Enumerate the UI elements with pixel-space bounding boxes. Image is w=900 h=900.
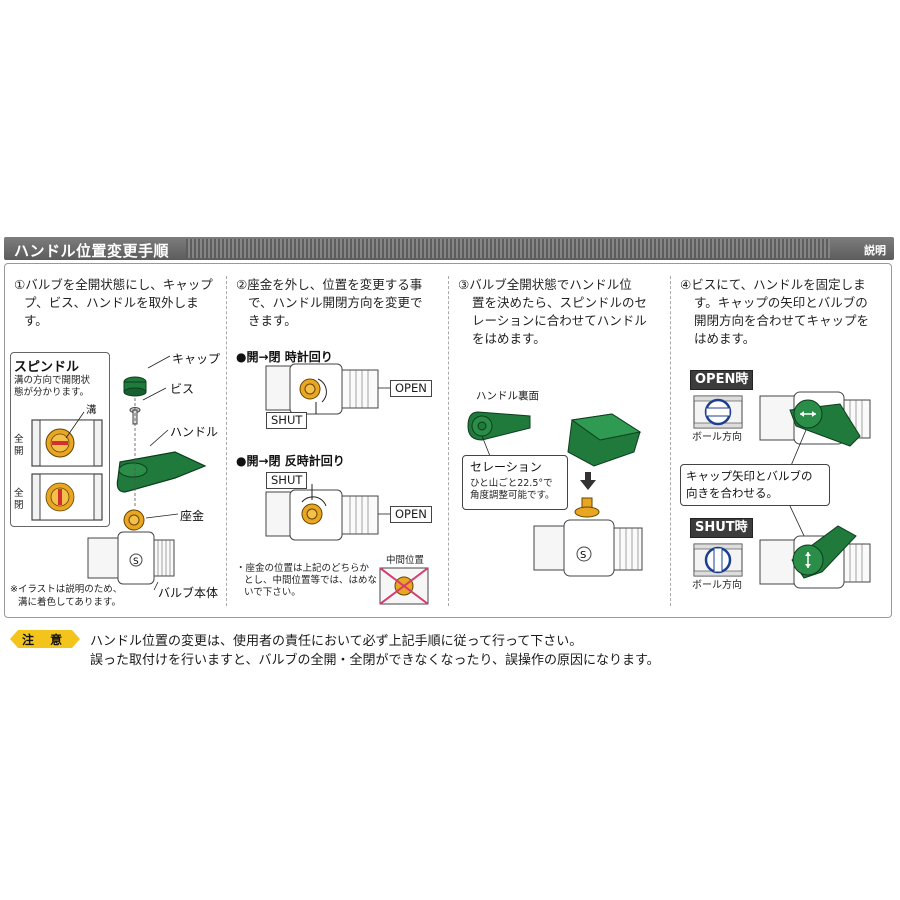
step1-line-3: す。 — [24, 313, 48, 328]
ccw-heading: ●開→閉 反時計回り — [236, 454, 345, 468]
shut-state-label: SHUT時 — [690, 518, 753, 538]
washer-note-1: ・座金の位置は上記のどちらか — [236, 563, 370, 574]
section-header: ハンドル位置変更手順 説明 — [4, 237, 894, 260]
step3-line-4: をはめます。 — [472, 331, 546, 346]
caution-label: 注 意 — [22, 633, 69, 647]
alignment-callout-1: キャップ矢印とバルブの — [686, 469, 813, 483]
step1-line-1: ①バルブを全開状態にし、キャップ — [14, 277, 213, 292]
spindle-desc-1: 溝の方向で開閉状 — [14, 375, 91, 386]
cap-label: キャップ — [172, 352, 221, 366]
caution-line-1: ハンドル位置の変更は、使用者の責任において必ず上記手順に従って行って下さい。 — [90, 634, 583, 649]
step2-line-1: ②座金を外し、位置を変更する事 — [236, 277, 423, 292]
alignment-callout-2: 向きを合わせる。 — [686, 486, 778, 500]
step2-line-2: で、ハンドル開閉方向を変更で — [248, 295, 423, 310]
middle-position-label: 中間位置 — [386, 555, 425, 566]
step3-line-3: レーションに合わせてハンドル — [472, 313, 647, 328]
open-label-cw: OPEN — [390, 380, 432, 397]
open-state-label: OPEN時 — [690, 370, 754, 390]
washer-note-3: いで下さい。 — [244, 587, 301, 598]
spindle-title: スピンドル — [14, 360, 80, 375]
section-title: ハンドル位置変更手順 — [14, 242, 170, 260]
step3-line-1: ③バルブ全開状態でハンドル位 — [458, 277, 632, 292]
handle-label: ハンドル — [170, 425, 219, 439]
serration-desc-2: 角度調整可能です。 — [470, 490, 555, 501]
step4-line-3: 開閉方向を合わせてキャップを — [694, 313, 870, 328]
step4-line-2: す。キャップの矢印とバルブの — [694, 295, 868, 310]
footnote-1: ※イラストは説明のため、 — [10, 584, 123, 595]
serration-callout — [462, 455, 568, 510]
cw-heading: ●開→閉 時計回り — [236, 350, 333, 364]
step4-line-4: はめます。 — [694, 331, 756, 346]
step4-line-1: ④ビスにて、ハンドルを固定しま — [680, 277, 866, 292]
washer-label: 座金 — [180, 509, 205, 523]
section-tag: 説明 — [864, 244, 886, 257]
caution-badge — [10, 630, 80, 648]
shut-label-ccw: SHUT — [266, 472, 308, 489]
step3-line-2: 置を決めたら、スピンドルのセ — [472, 295, 648, 310]
svg-text:S: S — [580, 550, 586, 561]
ball-direction-shut: ボール方向 — [692, 580, 742, 591]
screw-label: ビス — [170, 382, 195, 396]
caution-line-2: 誤った取付けを行いますと、バルブの全開・全閉ができなくなったり、誤操作の原因にな… — [90, 653, 660, 668]
serration-label: セレーション — [470, 460, 542, 474]
open-label-ccw: OPEN — [390, 506, 432, 523]
spindle-desc-2: 態が分かります。 — [14, 387, 90, 398]
ball-direction-open: ボール方向 — [692, 432, 742, 443]
step-divider-2 — [448, 276, 449, 606]
shut-label-cw: SHUT — [266, 412, 308, 429]
handle-back-label: ハンドル裏面 — [476, 390, 539, 402]
groove-label: 溝 — [86, 404, 97, 416]
washer-note-2: とし、中間位置等では、はめな — [244, 575, 378, 586]
spindle-box — [10, 352, 110, 527]
serration-desc-1: ひと山ごと22.5°で — [470, 478, 553, 489]
step2-line-3: きます。 — [248, 313, 297, 328]
svg-text:S: S — [133, 557, 139, 567]
step1-line-2: プ、ビス、ハンドルを取外しま — [24, 295, 199, 310]
header-stripes — [186, 239, 830, 258]
full-close-label: 全閉 — [14, 488, 24, 511]
step-divider-1 — [226, 276, 227, 606]
alignment-callout — [680, 464, 830, 506]
full-open-label: 全開 — [14, 434, 24, 457]
step-divider-3 — [670, 276, 671, 606]
valve-body-label: バルブ本体 — [158, 586, 219, 600]
footnote-2: 溝に着色してあります。 — [18, 597, 121, 608]
